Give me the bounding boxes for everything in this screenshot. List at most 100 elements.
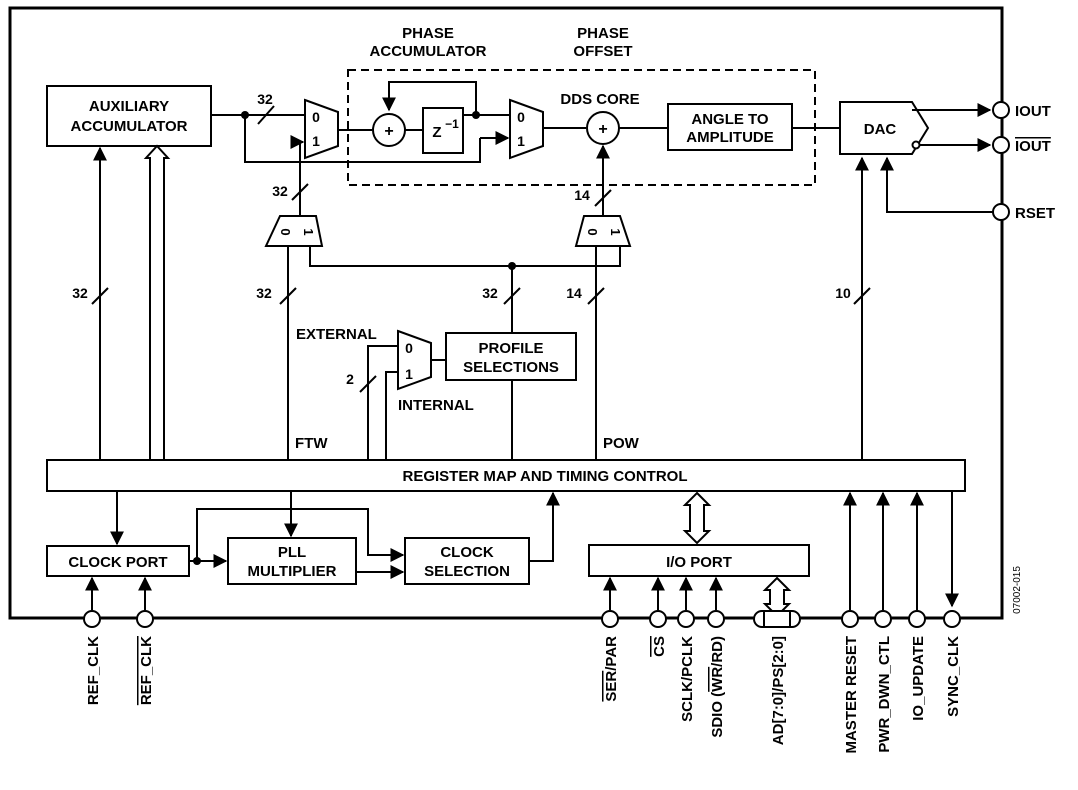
clock-port-block xyxy=(46,545,190,577)
profile-select-bus xyxy=(309,246,621,267)
pin-io-update-label: IO_UPDATE xyxy=(910,636,927,721)
clock-bypass-line xyxy=(196,508,405,562)
pow-up-width: 14 xyxy=(574,187,590,203)
angle-to-amplitude-label-1: ANGLE TO xyxy=(691,111,769,128)
dds-core-label: DDS CORE xyxy=(560,91,639,108)
pin-ref-clk-n xyxy=(136,610,154,628)
pin-ref-clk-label: REF_CLK xyxy=(85,636,102,705)
pin-sclk xyxy=(677,610,695,628)
register-map-block xyxy=(46,459,966,492)
aux-in-width: 32 xyxy=(72,285,88,301)
aux-accumulator-label-2: ACCUMULATOR xyxy=(71,118,188,135)
pow-bus-tick xyxy=(587,287,605,305)
clock-selection-block xyxy=(404,537,530,585)
pin-pwr-dwn-label: PWR_DWN_CTL xyxy=(876,636,893,753)
dac-label: DAC xyxy=(864,121,897,138)
mux1 xyxy=(304,98,339,160)
aux-in-tick xyxy=(91,287,109,305)
phase-accumulator-title-1: PHASE xyxy=(402,25,454,42)
aux-accumulator-block xyxy=(46,85,212,147)
profile-selections-label-1: PROFILE xyxy=(478,340,543,357)
clock-selection-label-2: SELECTION xyxy=(424,563,510,580)
mux1-zero: 0 xyxy=(312,109,320,125)
ftw-mux-to-mux1 xyxy=(290,135,305,216)
register-map-label: REGISTER MAP AND TIMING CONTROL xyxy=(403,468,688,485)
mux-ftw-one: 1 xyxy=(301,228,316,235)
pll-label-1: PLL xyxy=(278,544,306,561)
pin-iout-n-label: IOUT xyxy=(1015,138,1051,155)
iout-bubble xyxy=(911,140,921,150)
mux1-one: 1 xyxy=(312,133,320,149)
pin-master-reset xyxy=(841,610,859,628)
pin-io-update xyxy=(908,610,926,628)
aux-bus-tick xyxy=(257,105,275,125)
io-hollow-arrow xyxy=(682,491,712,545)
io-port-label: I/O PORT xyxy=(666,554,732,571)
phase-accumulator-title-2: ACCUMULATOR xyxy=(370,43,487,60)
z-inverse-label: Z xyxy=(432,124,441,141)
clocksel-to-regmap xyxy=(529,491,560,562)
pin-sync-clk xyxy=(943,610,961,628)
mux-ftw-zero: 0 xyxy=(278,228,293,235)
pin-sclk-label: SCLK/PCLK xyxy=(679,636,696,722)
pow-bus-width: 14 xyxy=(566,285,582,301)
angle-to-amplitude-label-2: AMPLITUDE xyxy=(686,129,774,146)
external-line xyxy=(367,345,398,460)
pin-ref-clk-n-label: REF_CLK xyxy=(138,636,155,705)
profile-selections-block xyxy=(445,332,577,381)
mux-pow-sel xyxy=(574,215,632,247)
pin-rset-label: RSET xyxy=(1015,205,1055,222)
pin-sdio xyxy=(707,610,725,628)
pin-ser-par-label: SER/PAR xyxy=(603,636,620,702)
pin-cs-label: CS xyxy=(651,636,668,657)
pin-iout-n xyxy=(992,136,1010,154)
aux-bus-width: 32 xyxy=(257,91,273,107)
phase-offset-title-2: OFFSET xyxy=(573,43,632,60)
pin-sdio-label: SDIO (WR/RD) xyxy=(709,636,726,738)
profile-bus-tick xyxy=(503,287,521,305)
mux-pow-zero: 0 xyxy=(585,228,600,235)
pow-label: POW xyxy=(603,435,640,452)
mux2 xyxy=(509,98,544,160)
profile-bus-width: 32 xyxy=(482,285,498,301)
internal-label: INTERNAL xyxy=(398,397,474,414)
feedback-line xyxy=(382,81,477,115)
internal-line xyxy=(385,371,398,460)
phase-offset-title-1: PHASE xyxy=(577,25,629,42)
ftw-up-tick xyxy=(291,183,309,201)
adder2-symbol: + xyxy=(598,121,607,138)
pin-cs xyxy=(649,610,667,628)
mux-profile-one: 1 xyxy=(405,366,413,382)
aux-hollow-arrow xyxy=(143,144,171,461)
ftw-label: FTW xyxy=(295,435,328,452)
chip-outline xyxy=(8,6,1004,620)
external-tick xyxy=(359,375,377,393)
external-width: 2 xyxy=(346,371,354,387)
adder1-symbol: + xyxy=(384,123,393,140)
ftw-bus-width: 32 xyxy=(256,285,272,301)
aux-bypass-line xyxy=(244,115,481,163)
pin-ref-clk xyxy=(83,610,101,628)
dac-block xyxy=(839,101,930,155)
pin-ser-par xyxy=(601,610,619,628)
z-inverse-block xyxy=(422,107,464,154)
pin-iout xyxy=(992,101,1010,119)
ftw-bus-tick xyxy=(279,287,297,305)
pll-label-2: MULTIPLIER xyxy=(248,563,337,580)
mux2-zero: 0 xyxy=(517,109,525,125)
pin-ad-bus xyxy=(753,610,801,628)
rset-line xyxy=(880,156,993,213)
ftw-up-width: 32 xyxy=(272,183,288,199)
mux-profile xyxy=(397,329,432,391)
pin-ad-bus-label: AD[7:0]/PS[2:0] xyxy=(770,636,787,745)
profile-selections-label-2: SELECTIONS xyxy=(463,359,559,376)
angle-to-amplitude-block xyxy=(667,103,793,151)
external-label: EXTERNAL xyxy=(296,326,377,343)
mux2-one: 1 xyxy=(517,133,525,149)
aux-accumulator-label-1: AUXILIARY xyxy=(89,98,169,115)
pow-up-tick xyxy=(594,189,612,207)
mux-ftw-sel xyxy=(264,215,324,247)
pin-pwr-dwn xyxy=(874,610,892,628)
pin-master-reset-label: MASTER RESET xyxy=(843,636,860,754)
